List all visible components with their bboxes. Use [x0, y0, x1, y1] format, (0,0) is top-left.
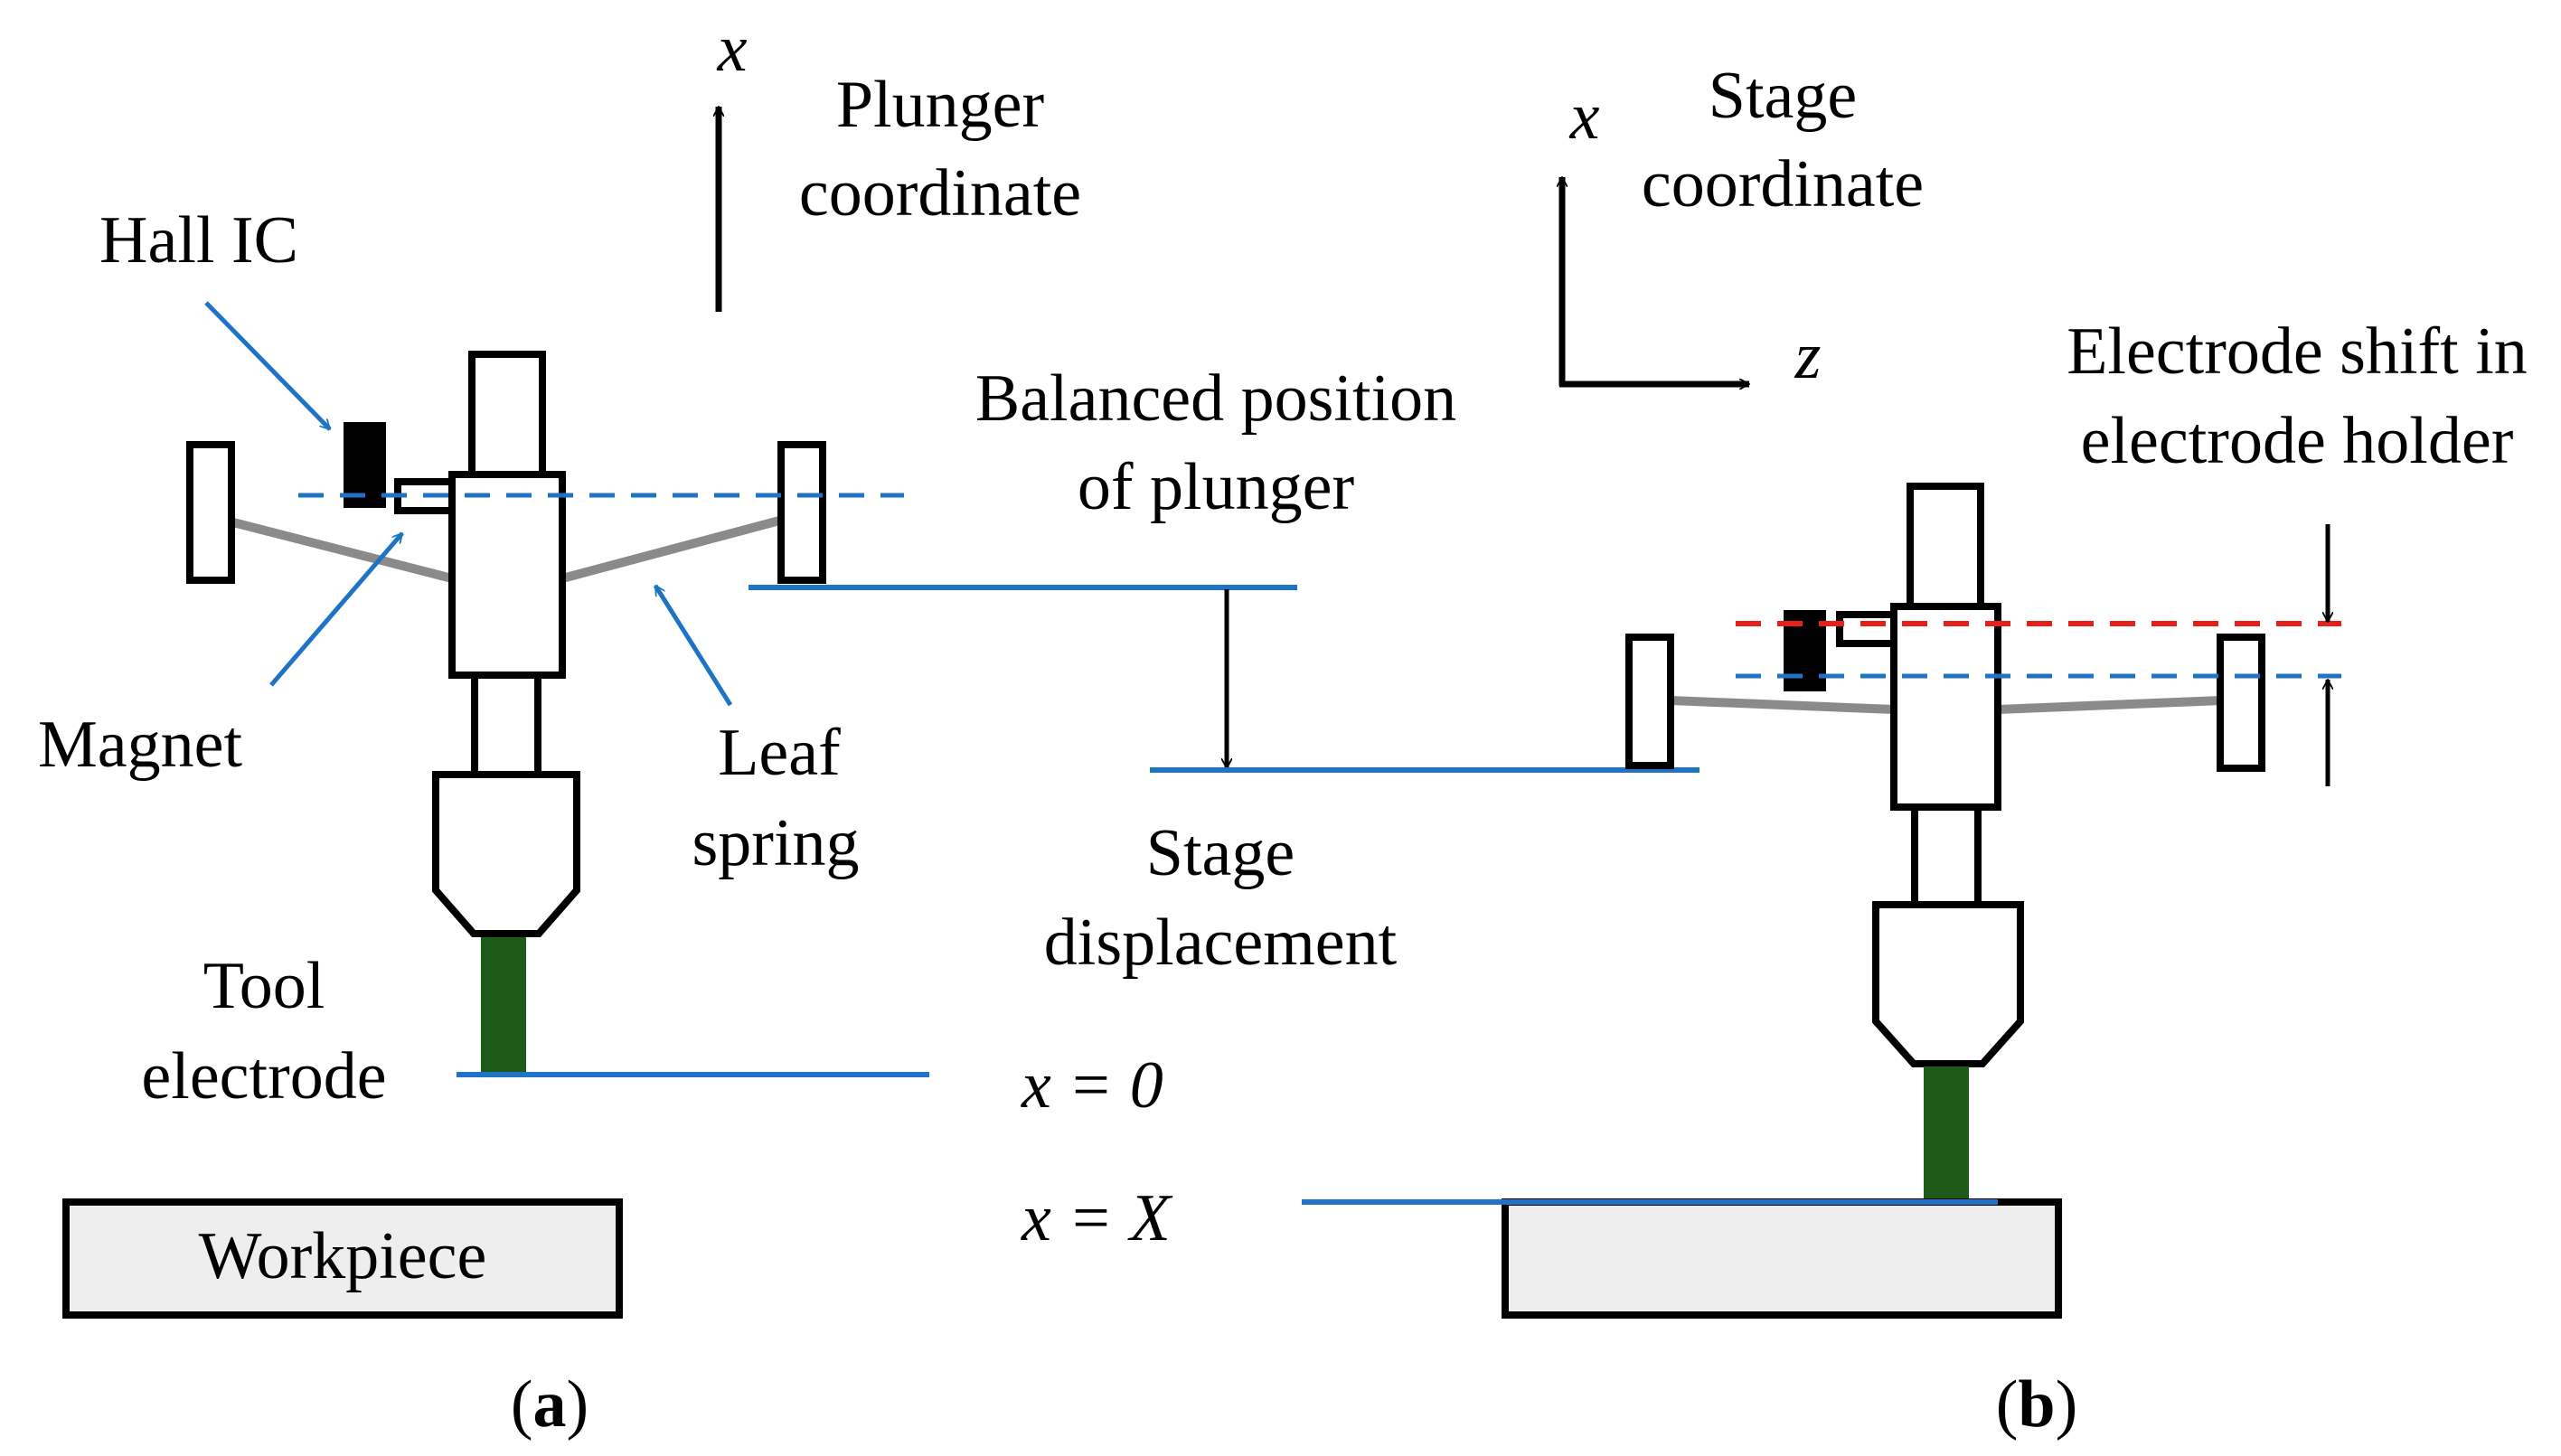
leaf-spring-label-line1: Leaf: [718, 716, 841, 790]
spring-support-left-b: [1625, 634, 1674, 769]
balanced-position-label-line2: of plunger: [1078, 450, 1354, 524]
tool-electrode-label-line2: electrode: [141, 1039, 386, 1113]
balanced-position-label-line1: Balanced position: [975, 362, 1456, 436]
stage-axis-x-label: x: [1569, 80, 1600, 154]
electrode-chuck-b: [1872, 901, 2024, 1067]
leaf-spring-left: [231, 518, 454, 583]
hall-ic-label: Hall IC: [99, 203, 298, 277]
tool-electrode: [481, 937, 526, 1073]
panel-b: x z Stage coordinate Electrode shift in …: [1302, 59, 2528, 1442]
spring-support-right: [777, 441, 826, 584]
magnet-label: Magnet: [38, 708, 242, 782]
leaf-spring-label-line2: spring: [692, 806, 860, 880]
tool-electrode-label-line1: Tool: [203, 949, 325, 1023]
plunger-lower-rod: [471, 672, 541, 778]
plunger-axis-label: x: [717, 12, 748, 86]
spring-support-right-b: [2217, 634, 2265, 772]
middle-annotations: Balanced position of plunger Stage displ…: [749, 362, 1699, 1255]
magnet-holder-b: [1836, 611, 1897, 647]
leaf-spring-pointer: [653, 586, 733, 707]
plunger-lower-rod-b: [1911, 803, 1982, 908]
plunger-top-rod: [468, 351, 546, 478]
leaf-spring-left-b: [1670, 696, 1895, 714]
leaf-spring-right-b: [1997, 696, 2223, 714]
tool-electrode-b: [1924, 1066, 1969, 1202]
magnet-pointer: [269, 531, 404, 687]
workpiece-b: [1502, 1198, 2062, 1319]
stage-axis-z-label: z: [1794, 319, 1822, 393]
caption-b: (b): [1996, 1367, 2077, 1442]
stage-coordinate-label-line2: coordinate: [1642, 147, 1924, 221]
plunger-top-rod-b: [1907, 483, 1984, 610]
workpiece-a: [62, 1198, 623, 1319]
plunger-coordinate-label-line1: Plunger: [836, 68, 1044, 142]
hall-ic-pointer: [204, 301, 332, 431]
workpiece-label: Workpiece: [199, 1219, 487, 1293]
plunger-body-b: [1890, 603, 2001, 811]
stage-displacement-label-line2: displacement: [1044, 906, 1398, 980]
electrode-chuck: [432, 771, 580, 937]
plunger-body: [448, 471, 566, 679]
plunger-coordinate-label-line2: coordinate: [799, 156, 1081, 230]
panel-a: x Plunger coordinate Hall IC Magnet Leaf…: [38, 12, 1081, 1442]
stage-coordinate-label-line1: Stage: [1709, 59, 1857, 133]
spring-support-left: [186, 441, 235, 584]
caption-a: (a): [511, 1367, 588, 1442]
electrode-shift-label-line2: electrode holder: [2081, 404, 2514, 478]
electrode-shift-label-line1: Electrode shift in: [2067, 315, 2528, 389]
x-zero-label: x = 0: [1021, 1048, 1163, 1123]
stage-displacement-label-line1: Stage: [1146, 816, 1295, 890]
x-capital-label: x = X: [1021, 1181, 1173, 1255]
leaf-spring-right: [560, 515, 785, 583]
